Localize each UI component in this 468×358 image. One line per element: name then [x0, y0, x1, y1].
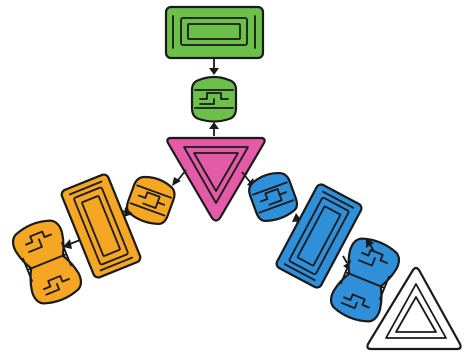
arrow-triangle-to-green-connector [209, 122, 219, 136]
blue-slab-piece [275, 183, 363, 289]
orange-connector-piece [125, 175, 176, 226]
green-connector-piece [190, 75, 238, 123]
arrow-triangle-to-orange-connector [172, 169, 187, 186]
arrow-orange-slab-to-double [63, 239, 81, 249]
orange-slab-piece [60, 173, 142, 279]
blue-double-piece [329, 237, 401, 323]
white-triangle-piece [366, 266, 462, 351]
green-slab-piece [164, 5, 265, 60]
arrow-green-slab-to-connector [209, 59, 219, 75]
pink-triangle-piece [166, 136, 266, 222]
arrow-blue-double-to-slab [366, 238, 375, 253]
blue-connector-piece [248, 171, 299, 223]
orange-double-piece [11, 219, 83, 305]
